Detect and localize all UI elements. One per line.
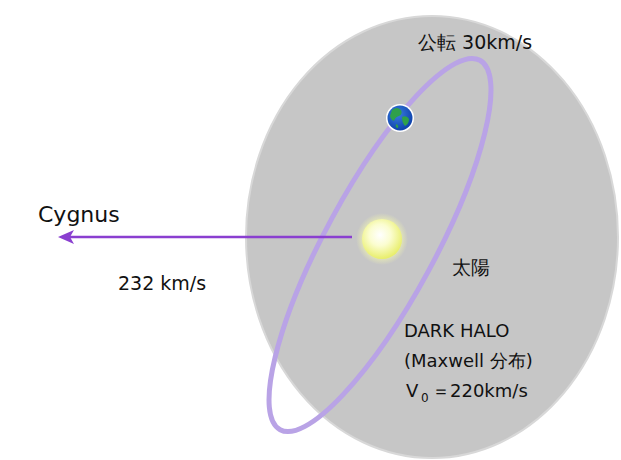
velocity-value: ＝220km/s xyxy=(432,380,528,402)
velocity-symbol: V xyxy=(406,380,418,402)
halo-label: DARK HALO xyxy=(404,320,509,342)
speed-label: 232 km/s xyxy=(118,272,206,295)
speed-label: 公転 30km/s xyxy=(418,31,532,54)
sun xyxy=(356,213,408,265)
direction-label: Cygnus xyxy=(38,202,120,228)
subscript: 0 xyxy=(421,391,429,405)
halo-label: (Maxwell 分布) xyxy=(404,350,533,372)
earth-orbit xyxy=(232,34,529,456)
earth xyxy=(386,104,414,132)
sun-label: 太陽 xyxy=(452,256,490,279)
cygnus-arrow xyxy=(58,230,352,244)
